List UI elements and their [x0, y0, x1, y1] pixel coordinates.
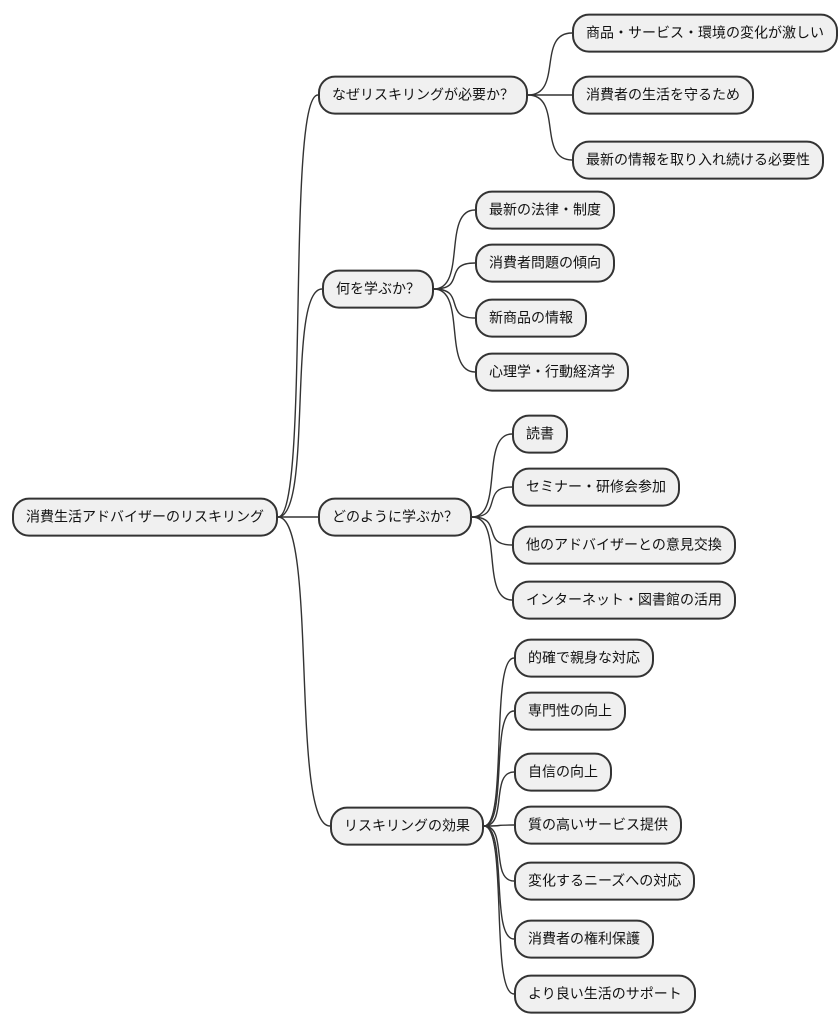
leaf-node: 最新の情報を取り入れ続ける必要性 — [572, 140, 824, 180]
edge — [433, 209, 476, 290]
leaf-node: 消費者の生活を守るため — [572, 75, 754, 115]
edge — [433, 288, 476, 373]
edge — [483, 825, 515, 995]
edge — [483, 824, 515, 827]
leaf-node: 質の高いサービス提供 — [514, 805, 682, 845]
leaf-node: 自信の向上 — [514, 752, 612, 792]
leaf-node: 新商品の情報 — [475, 298, 587, 338]
edge — [527, 32, 573, 96]
leaf-node: 最新の法律・制度 — [475, 190, 615, 230]
leaf-node: より良い生活のサポート — [514, 974, 696, 1014]
edge — [483, 771, 515, 827]
leaf-node: 読書 — [512, 414, 568, 454]
leaf-node: 商品・サービス・環境の変化が激しい — [572, 13, 838, 53]
branch-node: リスキリングの効果 — [330, 806, 484, 846]
edge — [277, 94, 319, 518]
leaf-node: 専門性の向上 — [514, 691, 626, 731]
edge — [483, 657, 515, 827]
leaf-node: 的確で親身な対応 — [514, 638, 654, 678]
edge — [483, 825, 515, 882]
edge — [277, 288, 323, 518]
edge — [471, 486, 513, 518]
leaf-node: 心理学・行動経済学 — [475, 352, 629, 392]
branch-node: どのように学ぶか？ — [318, 497, 472, 537]
edge — [527, 94, 573, 161]
edge — [277, 516, 331, 827]
branch-node: なぜリスキリングが必要か？ — [318, 75, 528, 115]
branch-node: 何を学ぶか？ — [322, 269, 434, 309]
edge — [483, 710, 515, 827]
leaf-node: インターネット・図書館の活用 — [512, 580, 736, 620]
leaf-node: 消費者の権利保護 — [514, 919, 654, 959]
edge — [471, 516, 513, 601]
leaf-node: 変化するニーズへの対応 — [514, 861, 696, 901]
leaf-node: セミナー・研修会参加 — [512, 467, 680, 507]
leaf-node: 他のアドバイザーとの意見交換 — [512, 525, 736, 565]
root-node: 消費生活アドバイザーのリスキリング — [12, 497, 278, 537]
edge — [433, 262, 476, 290]
edge — [471, 433, 513, 518]
edge — [433, 288, 476, 319]
edge — [471, 516, 513, 546]
leaf-node: 消費者問題の傾向 — [475, 243, 615, 283]
